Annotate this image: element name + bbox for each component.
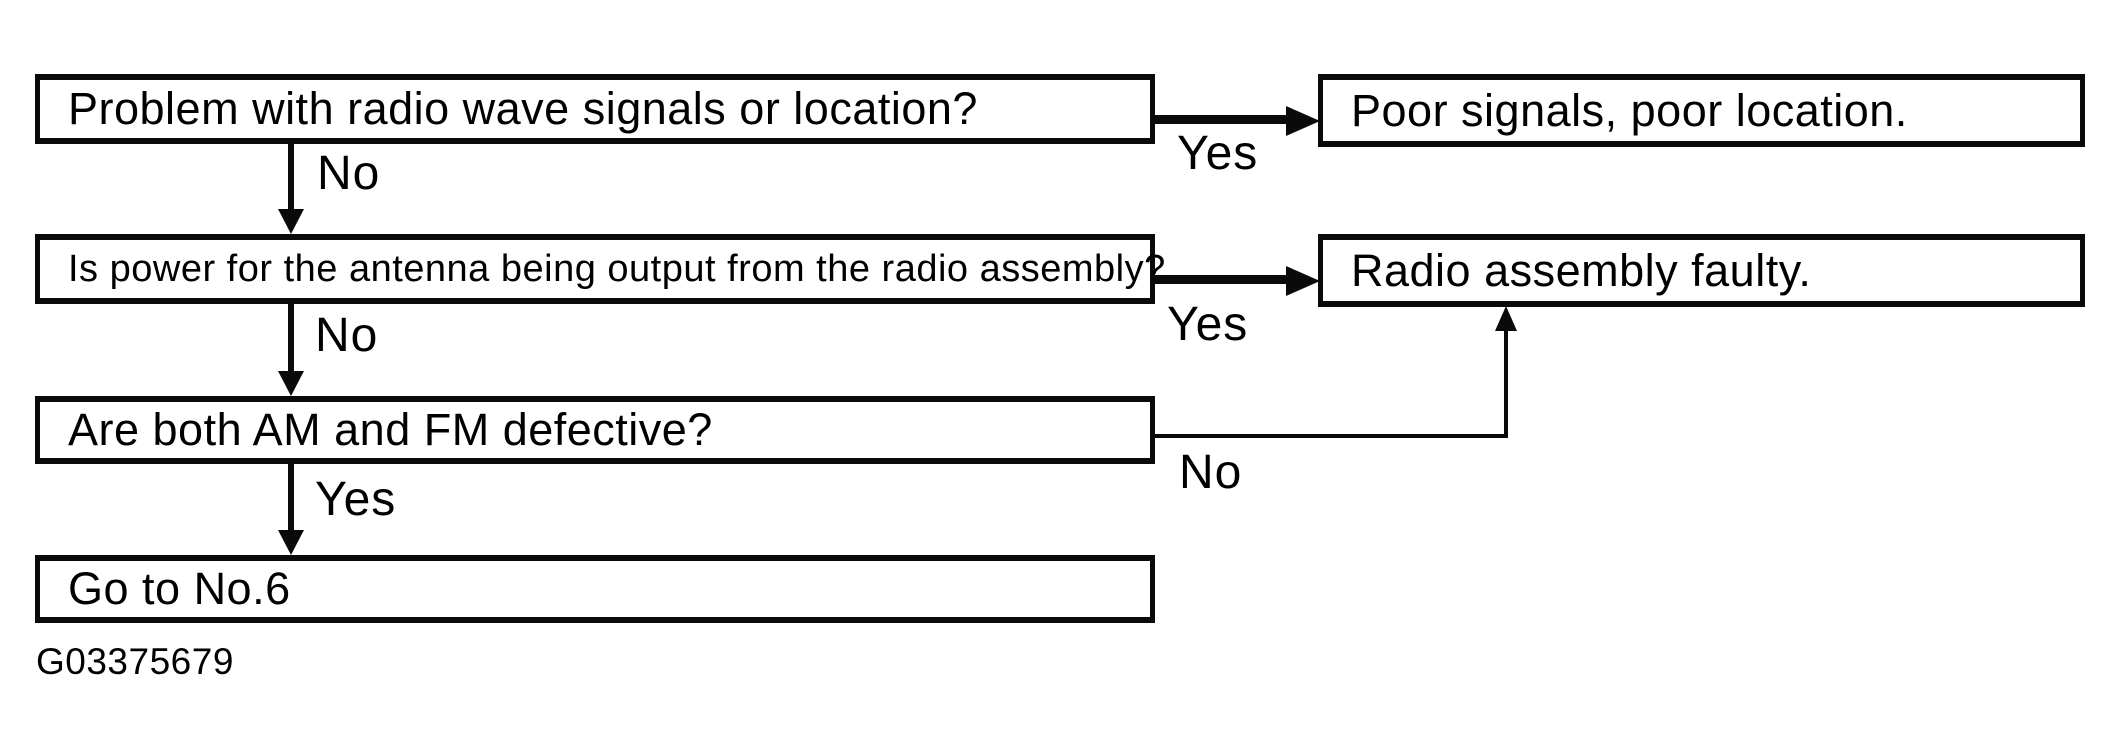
figure-id-caption: G03375679	[36, 641, 234, 682]
arrow-line-q3-r2-vertical	[1504, 329, 1508, 438]
arrowhead-up-icon	[1495, 306, 1517, 331]
arrowhead-down-icon	[278, 371, 304, 396]
flow-node-label: Poor signals, poor location.	[1351, 84, 1908, 136]
edge-label-no-q1: No	[317, 147, 381, 200]
flow-node-poor-signals-location: Poor signals, poor location.	[1318, 74, 2085, 147]
edge-label-yes-q3: Yes	[315, 473, 397, 526]
arrowhead-right-icon	[1286, 266, 1320, 296]
edge-label-no-q3: No	[1179, 446, 1243, 499]
arrow-right-q1-r1	[1153, 115, 1288, 124]
edge-label-yes-q2: Yes	[1167, 298, 1249, 351]
flow-node-problem-signals: Problem with radio wave signals or locat…	[35, 74, 1155, 144]
arrow-down-q3-q4	[288, 464, 294, 532]
arrow-line-q3-r2-horizontal	[1153, 434, 1508, 438]
flow-node-radio-assembly-faulty: Radio assembly faulty.	[1318, 234, 2085, 307]
arrowhead-down-icon	[278, 530, 304, 555]
flow-node-antenna-power: Is power for the antenna being output fr…	[35, 234, 1165, 304]
arrowhead-down-icon	[278, 209, 304, 234]
flow-node-label: Go to No.6	[68, 563, 291, 614]
arrowhead-right-icon	[1286, 106, 1320, 136]
arrow-down-q2-q3	[288, 304, 294, 373]
flow-node-go-to-no6: Go to No.6	[35, 555, 1155, 623]
flow-node-label: Are both AM and FM defective?	[68, 404, 713, 455]
arrow-down-q1-q2	[288, 144, 294, 211]
flow-node-am-fm-defective: Are both AM and FM defective?	[35, 396, 1155, 464]
edge-label-no-q2: No	[315, 309, 379, 362]
edge-label-yes-q1: Yes	[1177, 127, 1259, 180]
flow-node-label: Problem with radio wave signals or locat…	[68, 83, 978, 134]
arrow-right-q2-r2	[1153, 275, 1288, 284]
flow-node-label: Radio assembly faulty.	[1351, 244, 1812, 296]
flow-node-label: Is power for the antenna being output fr…	[68, 247, 1166, 290]
